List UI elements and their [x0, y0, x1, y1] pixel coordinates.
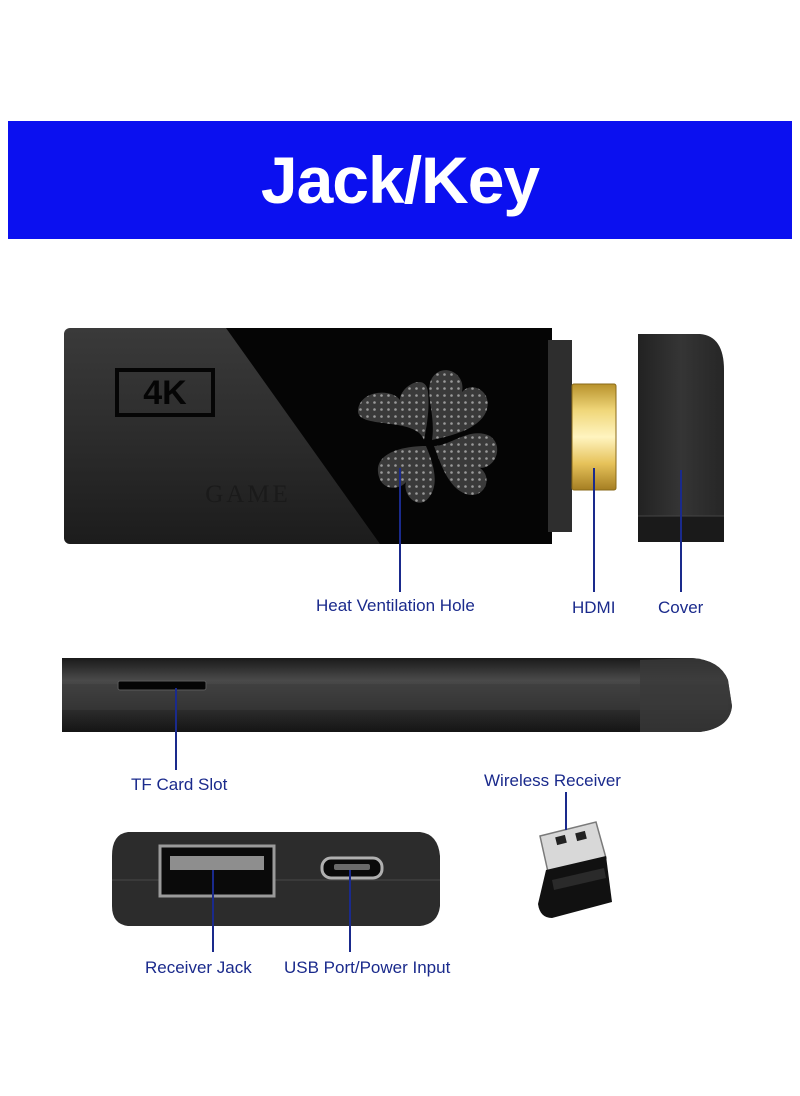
game-stick-side — [62, 658, 732, 732]
4k-badge — [115, 368, 215, 417]
hdmi-connector — [572, 384, 616, 490]
wireless-receiver-label: Wireless Receiver — [484, 771, 621, 790]
game-stick-end — [112, 832, 440, 926]
tf-card-slot — [117, 680, 207, 691]
game-stick-front: 4K GAME — [64, 328, 617, 544]
cover-label: Cover — [658, 598, 704, 617]
hdmi-label: HDMI — [572, 598, 616, 617]
callout-lines — [175, 468, 682, 952]
brand-text: GAME — [205, 481, 291, 508]
stick-neck — [548, 340, 572, 532]
receiver-jack-label: Receiver Jack — [145, 958, 252, 977]
usb-port-label: USB Port/Power Input — [284, 958, 451, 977]
heat-ventilation-label: Heat Ventilation Hole — [316, 596, 475, 615]
page-title: Jack/Key — [260, 143, 540, 217]
title-banner: Jack/Key — [8, 121, 792, 239]
badge-text: 4K — [143, 374, 187, 412]
heat-ventilation-clover — [357, 370, 498, 503]
wireless-receiver-dongle — [538, 821, 612, 918]
tf-card-slot-label: TF Card Slot — [131, 775, 228, 794]
receiver-jack-port — [158, 844, 276, 898]
